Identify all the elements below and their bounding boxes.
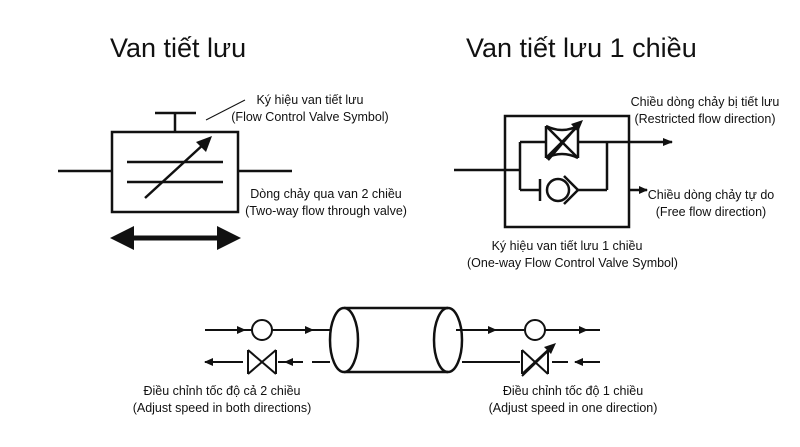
title-one-way-flow-control-valve: Van tiết lưu 1 chiều [466, 33, 697, 63]
one-way-valve-symbol [454, 114, 631, 229]
label-one-way-symbol-en: (One-way Flow Control Valve Symbol) [467, 256, 678, 270]
leader-line [205, 99, 246, 121]
label-one-way-speed-vi: Điều chỉnh tốc độ 1 chiều [502, 384, 644, 398]
speed-valve-symbol-icon [251, 319, 273, 341]
label-restricted-en: (Restricted flow direction) [634, 112, 776, 126]
two-way-speed-control-circuit [204, 319, 330, 375]
label-free-en: (Free flow direction) [655, 205, 767, 219]
label-symbol-en: (Flow Control Valve Symbol) [231, 110, 389, 124]
title-flow-control-valve: Van tiết lưu [110, 33, 247, 63]
pneumatic-cylinder [328, 306, 464, 374]
label-one-way-symbol-vi: Ký hiệu van tiết lưu 1 chiều [491, 239, 643, 253]
one-way-valve-box [503, 114, 631, 229]
flow-control-valve-symbol [58, 99, 292, 214]
one-way-speed-control-circuit [456, 319, 600, 377]
label-free-vi: Chiều dòng chảy tự do [647, 188, 775, 202]
label-flow-en: (Two-way flow through valve) [245, 204, 407, 218]
two-way-flow-arrow [110, 226, 241, 250]
one-way-valve-symbol-icon [524, 319, 546, 341]
label-symbol-vi: Ký hiệu van tiết lưu [256, 93, 364, 107]
label-two-way-speed-en: (Adjust speed in both directions) [132, 401, 312, 415]
check-valve-ball-icon [545, 177, 571, 203]
variable-arrow-line [144, 142, 206, 199]
label-flow-vi: Dòng chảy qua van 2 chiều [250, 187, 402, 201]
label-one-way-speed-en: (Adjust speed in one direction) [488, 401, 658, 415]
label-restricted-vi: Chiều dòng chảy bị tiết lưu [630, 95, 780, 109]
variable-arrow-head [196, 136, 212, 152]
label-two-way-speed-vi: Điều chỉnh tốc độ cả 2 chiều [143, 384, 301, 398]
